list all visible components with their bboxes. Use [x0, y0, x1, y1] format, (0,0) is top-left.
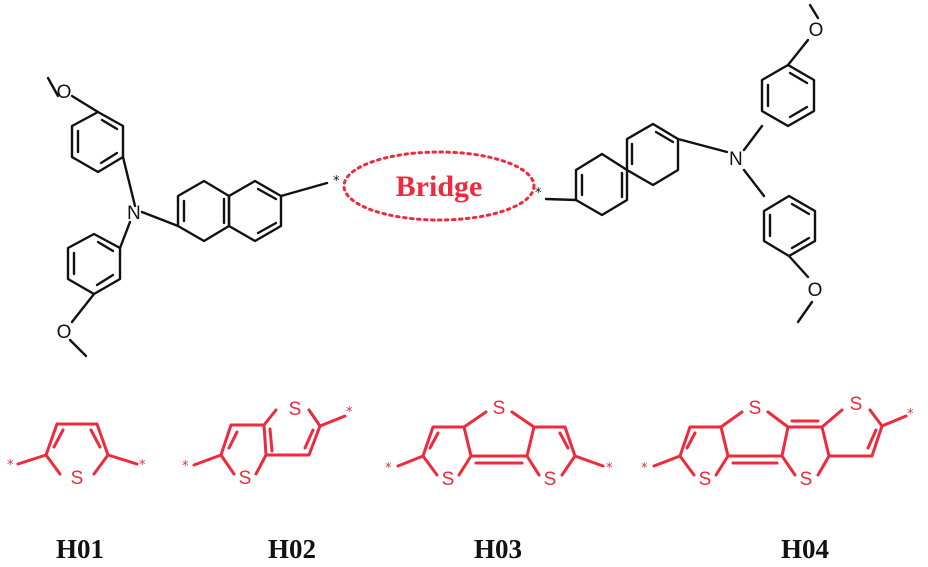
bridge-structure-h04: * S S S S * [641, 394, 914, 490]
bridge-placeholder: Bridge [342, 150, 536, 222]
bridge-structure-h03: * S S S * [385, 398, 613, 490]
h01-sulfur: S [71, 468, 84, 489]
bridge-label: Bridge [396, 170, 483, 203]
h03-sulfur-right: S [544, 469, 557, 490]
nitrogen-label-left: N [127, 203, 141, 224]
h02-star-right: * [346, 405, 353, 420]
oxygen-label-top-right: O [809, 20, 824, 41]
right-donor-unit: * N O O [535, 3, 824, 324]
h03-star-left: * [385, 461, 392, 476]
bridge-structure-h02: * S S * [182, 399, 353, 489]
oxygen-label-top-left: O [57, 82, 72, 103]
h04-sulfur-1: S [699, 469, 712, 490]
attachment-star-right: * [535, 186, 542, 201]
bridge-structure-h01: * S * [7, 422, 146, 489]
h04-star-left: * [641, 461, 648, 476]
label-h02: H02 [268, 534, 316, 564]
label-h03: H03 [474, 534, 522, 564]
h04-star-right: * [907, 407, 914, 422]
h04-sulfur-3: S [800, 469, 813, 490]
h01-star-right: * [139, 458, 146, 473]
h03-sulfur-center: S [493, 398, 506, 419]
bridge-dotted-ellipse [342, 150, 536, 222]
h03-star-right: * [606, 461, 613, 476]
h02-star-left: * [182, 459, 189, 474]
h03-sulfur-left: S [442, 469, 455, 490]
nitrogen-label-right: N [729, 149, 743, 170]
h01-star-left: * [7, 458, 14, 473]
oxygen-label-bottom-right: O [808, 280, 823, 301]
h02-sulfur-top: S [289, 399, 302, 420]
h02-sulfur-bottom: S [239, 468, 252, 489]
h04-sulfur-2: S [749, 398, 762, 419]
label-h04: H04 [781, 534, 829, 564]
oxygen-label-bottom-left: O [57, 322, 72, 343]
h04-sulfur-4: S [850, 394, 863, 415]
label-h01: H01 [56, 534, 104, 564]
left-donor-unit: O N O * [46, 76, 340, 358]
attachment-star-left: * [333, 174, 340, 189]
